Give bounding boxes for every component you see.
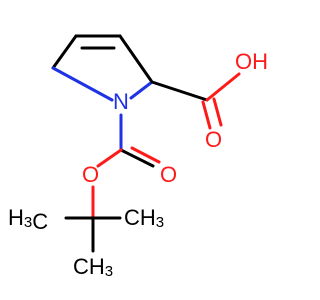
ring-bond-right-n <box>129 80 154 100</box>
carboxyl-oh-bond <box>205 72 241 102</box>
ring-bond-top-left <box>51 34 78 70</box>
methyl-right-label: CH3 <box>124 205 164 231</box>
carbonyl-oxygen-label: O <box>160 162 177 187</box>
oh-label: OH <box>235 49 268 74</box>
chemical-structure: N OH O O O H3C CH3 CH3 <box>8 34 268 280</box>
ring-bond-left-n <box>51 66 114 102</box>
ester-oxygen-label: O <box>82 162 99 187</box>
atom-labels: N OH O O O H3C CH3 CH3 <box>8 49 268 280</box>
ring-bond-top-right <box>118 34 154 84</box>
ester-o-bond <box>96 148 123 168</box>
carbonyl-bond-right <box>119 148 155 168</box>
bond-lines <box>51 34 241 253</box>
carboxyl-bond <box>150 80 209 102</box>
methyl-bottom-label: CH3 <box>73 254 113 280</box>
carboxyl-double-bond-2 <box>212 97 223 127</box>
methyl-left-label: H3C <box>8 205 48 234</box>
nitrogen-label: N <box>113 89 129 114</box>
carboxylic-oxygen-label: O <box>205 127 222 152</box>
carbonyl-double-bond <box>130 146 161 164</box>
carboxyl-double-bond-1 <box>201 100 212 130</box>
